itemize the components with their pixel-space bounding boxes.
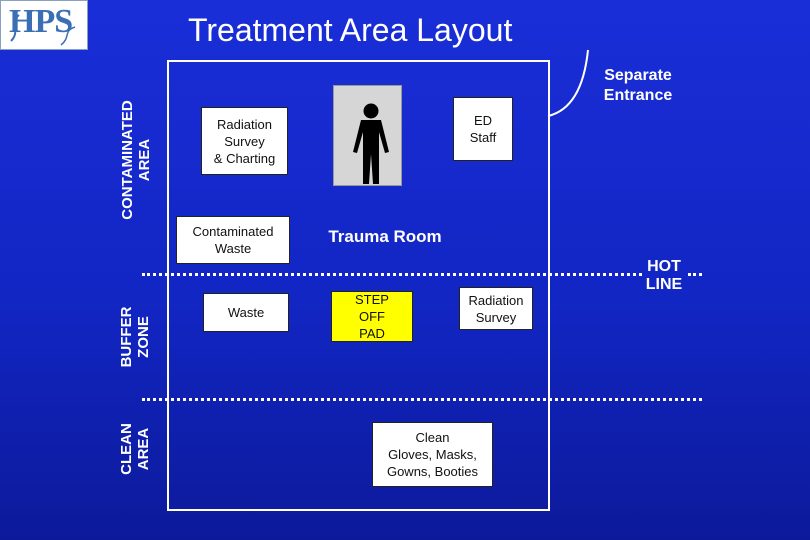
hps-logo: HPS <box>0 0 88 50</box>
caduceus-icon <box>10 14 76 46</box>
zone-label-clean: CLEAN AREA <box>118 423 152 475</box>
ed-staff-box: ED Staff <box>453 97 513 161</box>
treatment-room-outline <box>167 60 550 511</box>
contaminated-waste-box: Contaminated Waste <box>176 216 290 264</box>
person-silhouette-icon <box>353 103 389 184</box>
radiation-survey-box: Radiation Survey <box>459 287 533 330</box>
zone-label-buffer: BUFFER ZONE <box>118 306 152 368</box>
clean-line-divider <box>142 398 702 401</box>
waste-box: Waste <box>203 293 289 332</box>
zone-label-contaminated: CONTAMINATED AREA <box>119 100 153 220</box>
trauma-room-label: Trauma Room <box>328 227 442 246</box>
hot-line-label: HOT LINE <box>645 258 683 293</box>
logo-text: HPS <box>9 3 73 40</box>
separate-entrance-label: Separate Entrance <box>603 67 673 104</box>
door-swing-icon <box>547 49 589 117</box>
radiation-survey-charting-box: Radiation Survey & Charting <box>201 107 288 175</box>
clean-supplies-box: Clean Gloves, Masks, Gowns, Booties <box>372 422 493 487</box>
step-off-pad: STEP OFF PAD <box>331 291 413 342</box>
hot-line-divider <box>142 273 642 276</box>
hot-line-extension <box>688 273 702 276</box>
page-title: Treatment Area Layout <box>188 12 513 48</box>
patient-figure-box <box>333 85 402 186</box>
